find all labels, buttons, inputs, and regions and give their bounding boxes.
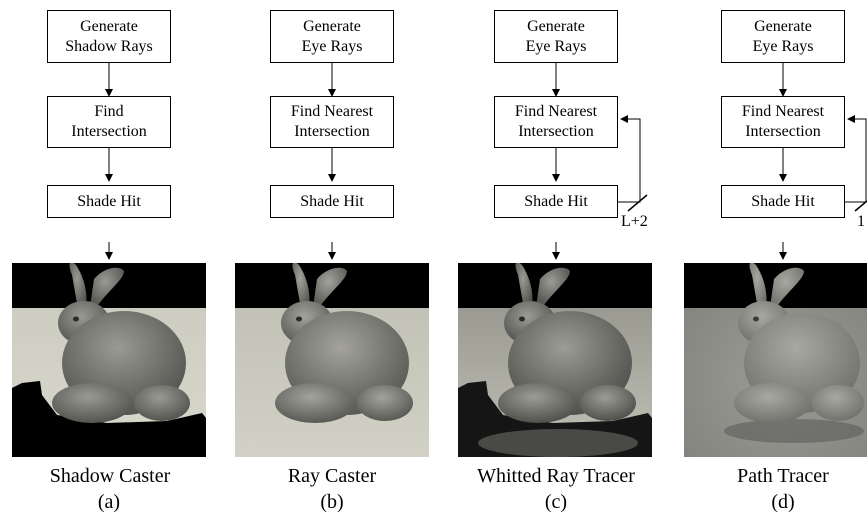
- column-d-arrows: [779, 63, 867, 260]
- find-nearest-intersection-box: Find Nearest Intersection: [270, 96, 394, 148]
- label-b: (b): [320, 491, 344, 513]
- ray-caster-render: [235, 263, 429, 457]
- whitted-ray-tracer-render: [458, 263, 652, 457]
- loop-count-label: L+2: [621, 213, 648, 230]
- shade-hit-box: Shade Hit: [494, 185, 618, 218]
- path-tracer-render: [684, 263, 867, 457]
- loop-count-label: 1: [857, 213, 865, 230]
- caption-whitted-ray-tracer: Whitted Ray Tracer: [477, 465, 635, 487]
- find-nearest-intersection-box: Find Nearest Intersection: [721, 96, 845, 148]
- caption-path-tracer: Path Tracer: [737, 465, 829, 487]
- find-nearest-intersection-box: Find Nearest Intersection: [494, 96, 618, 148]
- generate-eye-rays-box: Generate Eye Rays: [494, 10, 618, 63]
- shade-hit-box: Shade Hit: [270, 185, 394, 218]
- caption-ray-caster: Ray Caster: [287, 465, 377, 487]
- flow-arrows: [105, 63, 867, 260]
- label-a: (a): [97, 491, 121, 513]
- shadow-caster-render: [12, 263, 206, 457]
- generate-eye-rays-box: Generate Eye Rays: [721, 10, 845, 63]
- generate-shadow-rays-box: Generate Shadow Rays: [47, 10, 171, 63]
- label-d: (d): [771, 491, 795, 513]
- caption-shadow-caster: Shadow Caster: [49, 465, 171, 487]
- label-c: (c): [544, 491, 568, 513]
- shade-hit-box: Shade Hit: [721, 185, 845, 218]
- shade-hit-box: Shade Hit: [47, 185, 171, 218]
- find-intersection-box: Find Intersection: [47, 96, 171, 148]
- column-c-arrows: [552, 63, 648, 260]
- generate-eye-rays-box: Generate Eye Rays: [270, 10, 394, 63]
